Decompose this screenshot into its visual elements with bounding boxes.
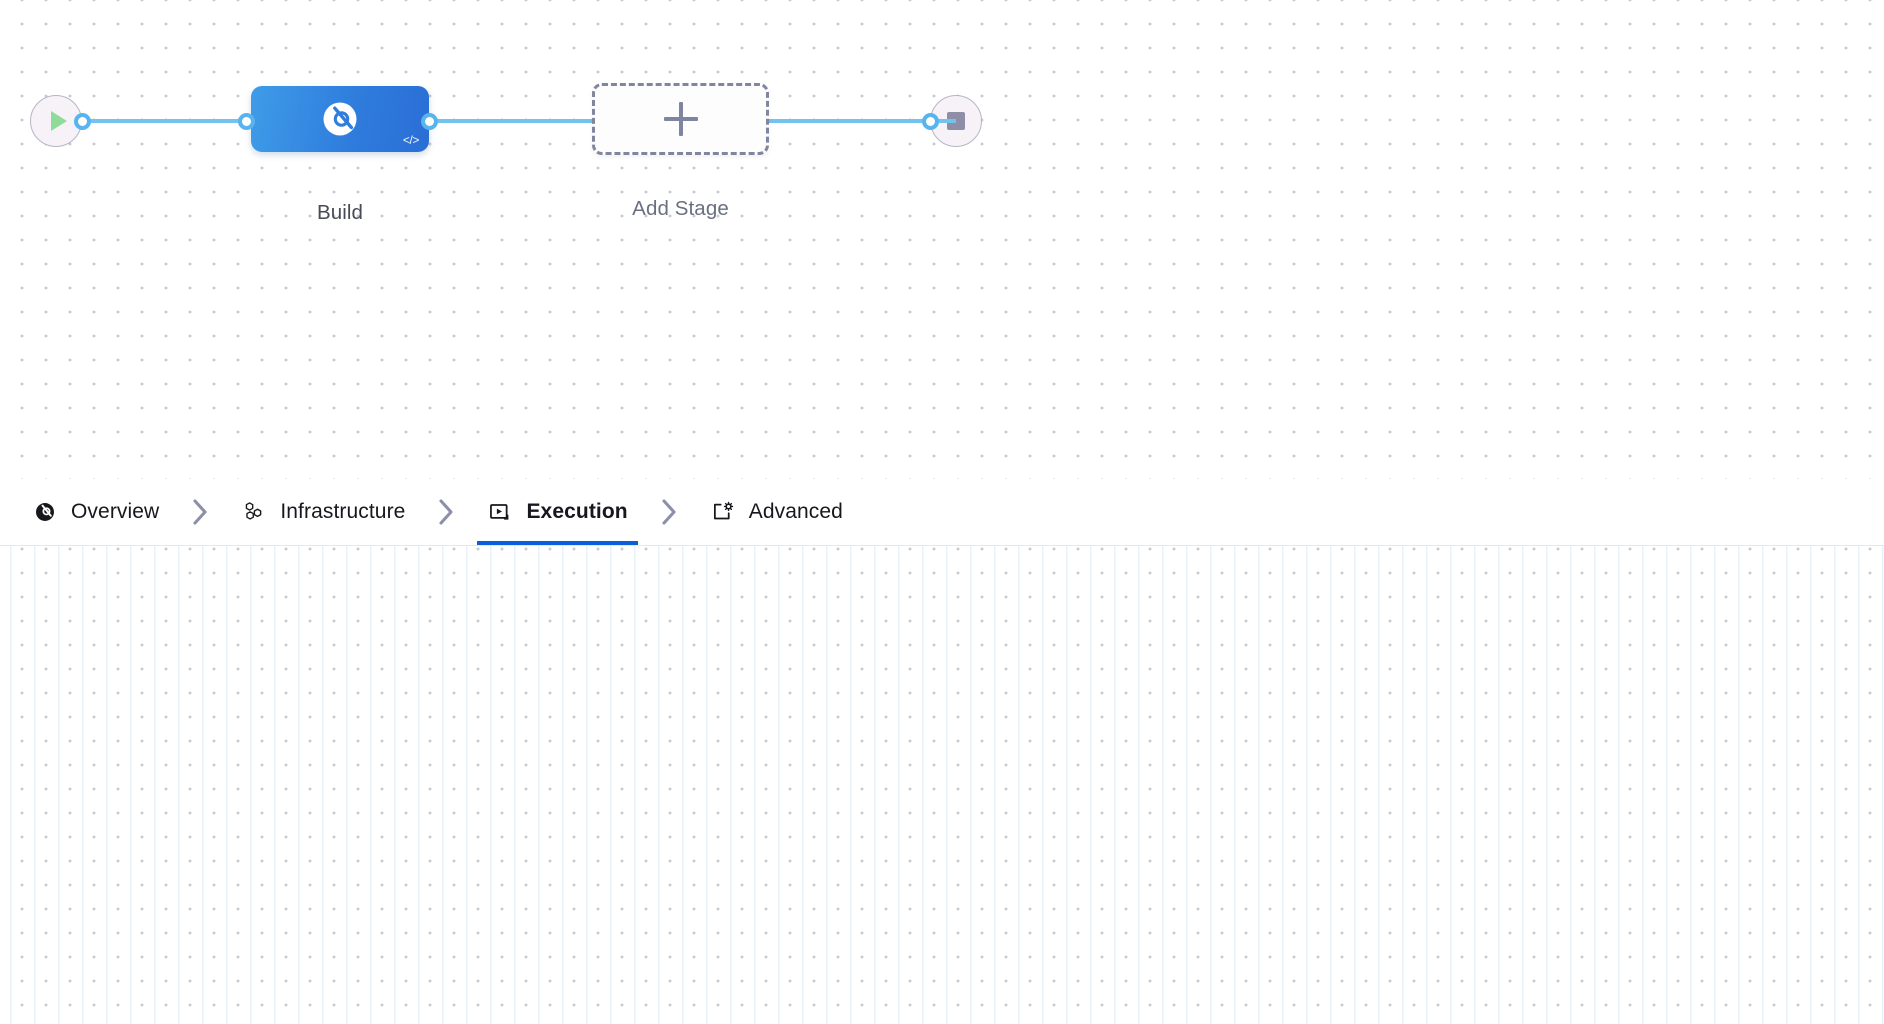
tab-infrastructure-label: Infrastructure bbox=[280, 499, 406, 523]
start-circle bbox=[30, 95, 82, 147]
stage-end-input-dot[interactable] bbox=[922, 113, 939, 130]
tab-infrastructure[interactable]: Infrastructure bbox=[231, 478, 415, 545]
execution-play-icon bbox=[487, 499, 513, 525]
tab-advanced-label: Advanced bbox=[748, 499, 843, 523]
stage-node-build[interactable]: </> bbox=[251, 86, 429, 152]
execution-graph-canvas[interactable]: </> Background </> Run bbox=[0, 545, 1884, 1024]
overview-pie-icon bbox=[32, 499, 58, 525]
stage-build-box[interactable]: </> bbox=[251, 86, 429, 152]
chevron-right-icon bbox=[415, 478, 477, 545]
chevron-right-icon bbox=[638, 478, 700, 545]
hexagon-cluster-icon bbox=[241, 499, 267, 525]
build-code-badge[interactable]: </> bbox=[402, 133, 420, 147]
stage-build-output-dot[interactable] bbox=[421, 113, 438, 130]
stage-build-input-dot[interactable] bbox=[238, 113, 255, 130]
stage-config-tabs: Overview Infrastructure bbox=[0, 478, 1884, 546]
harness-build-icon bbox=[323, 102, 357, 136]
stage-link-addstage-end bbox=[766, 119, 956, 123]
add-stage-box[interactable] bbox=[592, 83, 769, 155]
tab-advanced[interactable]: Advanced bbox=[700, 478, 853, 545]
chevron-right-icon bbox=[169, 478, 231, 545]
tab-overview-label: Overview bbox=[71, 499, 160, 523]
stage-graph-canvas[interactable]: </> Build Add Stage bbox=[0, 0, 1884, 479]
stage-start-output-dot[interactable] bbox=[74, 113, 91, 130]
play-icon bbox=[50, 111, 67, 131]
stage-link-build-addstage bbox=[426, 119, 604, 123]
tab-execution-label: Execution bbox=[526, 499, 628, 523]
add-stage-node[interactable] bbox=[592, 83, 769, 155]
stage-link-start-build bbox=[82, 119, 268, 123]
advanced-gear-icon bbox=[710, 499, 736, 525]
tab-execution[interactable]: Execution bbox=[477, 478, 638, 545]
stage-build-caption: Build bbox=[316, 201, 364, 224]
stage-start-node[interactable] bbox=[30, 95, 82, 147]
plus-icon bbox=[663, 102, 698, 136]
stop-icon bbox=[947, 112, 965, 130]
add-stage-caption[interactable]: Add Stage bbox=[632, 197, 729, 220]
tab-overview[interactable]: Overview bbox=[22, 478, 169, 545]
